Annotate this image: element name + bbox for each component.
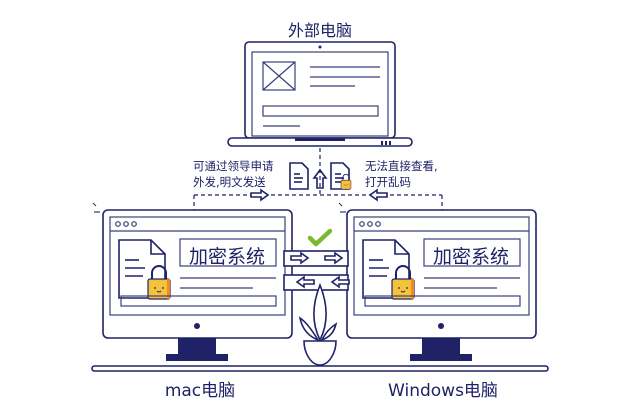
- windows-pc-label: Windows电脑: [388, 381, 498, 401]
- document-icon: [289, 162, 309, 190]
- plant-icon: [298, 282, 338, 366]
- encrypted-document-icon: [330, 162, 352, 190]
- right-note-line1: 无法直接查看,: [365, 159, 438, 173]
- right-note-line2: 打开乱码: [365, 175, 411, 189]
- left-note-line2: 外发,明文发送: [193, 175, 266, 189]
- check-icon: [307, 228, 333, 247]
- dashed-connector: [92, 148, 443, 213]
- external-laptop: [227, 41, 413, 147]
- windows-monitor: [347, 210, 536, 361]
- external-pc-label: 外部电脑: [288, 21, 352, 40]
- windows-system-label: 加密系统: [433, 246, 509, 268]
- desk: [91, 365, 549, 372]
- mac-system-label: 加密系统: [189, 246, 265, 268]
- mac-monitor: [103, 210, 292, 361]
- transfer-channel: [283, 250, 350, 291]
- left-note-line1: 可通过领导申请: [193, 159, 274, 173]
- arrow-up-icon: [312, 168, 328, 189]
- mac-pc-label: mac电脑: [165, 381, 235, 401]
